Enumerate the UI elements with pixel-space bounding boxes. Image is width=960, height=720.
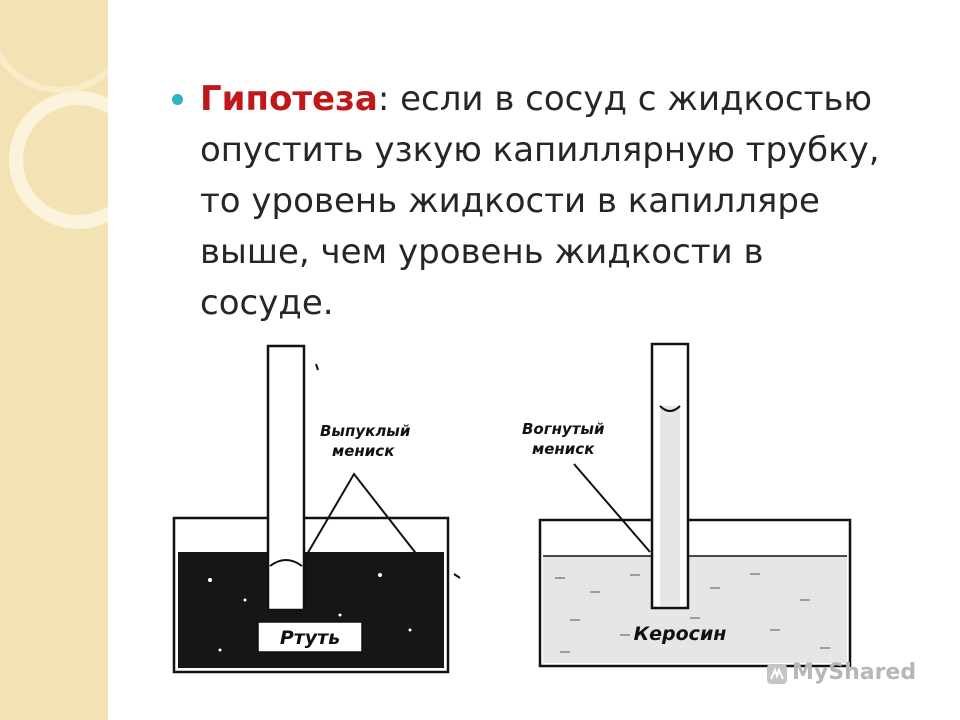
mercury-capillary-tube bbox=[266, 344, 306, 612]
convex-meniscus-label-line2: мениск bbox=[332, 442, 395, 460]
concave-meniscus-label-line2: мениск bbox=[532, 440, 595, 458]
concave-meniscus-label-line1: Вогнутый bbox=[522, 420, 605, 438]
mercury-setup: Ртуть Выпуклый мениск bbox=[172, 344, 461, 674]
hypothesis-body: если в сосуд с жидкостью опустить узкую … bbox=[200, 79, 880, 323]
watermark-text: MyShared bbox=[792, 660, 917, 685]
decorative-circles bbox=[0, 49, 108, 229]
convex-meniscus bbox=[269, 559, 303, 567]
decorative-ring bbox=[9, 91, 108, 229]
ink-speck-2 bbox=[453, 573, 461, 579]
ink-speck bbox=[315, 363, 319, 371]
capillary-diagram: Ртуть Выпуклый мениск Вогнутый мениск Ке… bbox=[172, 342, 852, 674]
decorative-side-strip bbox=[0, 0, 108, 720]
kerosene-texture bbox=[555, 573, 830, 653]
mercury-texture bbox=[208, 573, 412, 652]
hypothesis-colon: : bbox=[377, 79, 390, 119]
bullet-dot-icon bbox=[172, 94, 183, 105]
hypothesis-text: Гипотеза: если в сосуд с жидкостью опуст… bbox=[200, 74, 880, 329]
myshared-logo-icon bbox=[767, 664, 787, 684]
concave-meniscus bbox=[659, 405, 681, 412]
mercury-label-box bbox=[257, 621, 363, 653]
hypothesis-term: Гипотеза bbox=[200, 79, 378, 119]
convex-meniscus-label-line1: Выпуклый bbox=[320, 422, 411, 440]
kerosene-setup: Вогнутый мениск Керосин bbox=[522, 342, 852, 668]
kerosene-liquid bbox=[543, 556, 847, 663]
kerosene-capillary-column bbox=[660, 406, 680, 606]
convex-meniscus-pointer bbox=[305, 472, 419, 557]
decorative-ring-small bbox=[0, 49, 108, 93]
mercury-label: Ртуть bbox=[280, 627, 340, 649]
kerosene-label: Керосин bbox=[634, 623, 727, 645]
concave-meniscus-pointer bbox=[573, 463, 651, 553]
mercury-capillary-bore bbox=[276, 568, 294, 608]
